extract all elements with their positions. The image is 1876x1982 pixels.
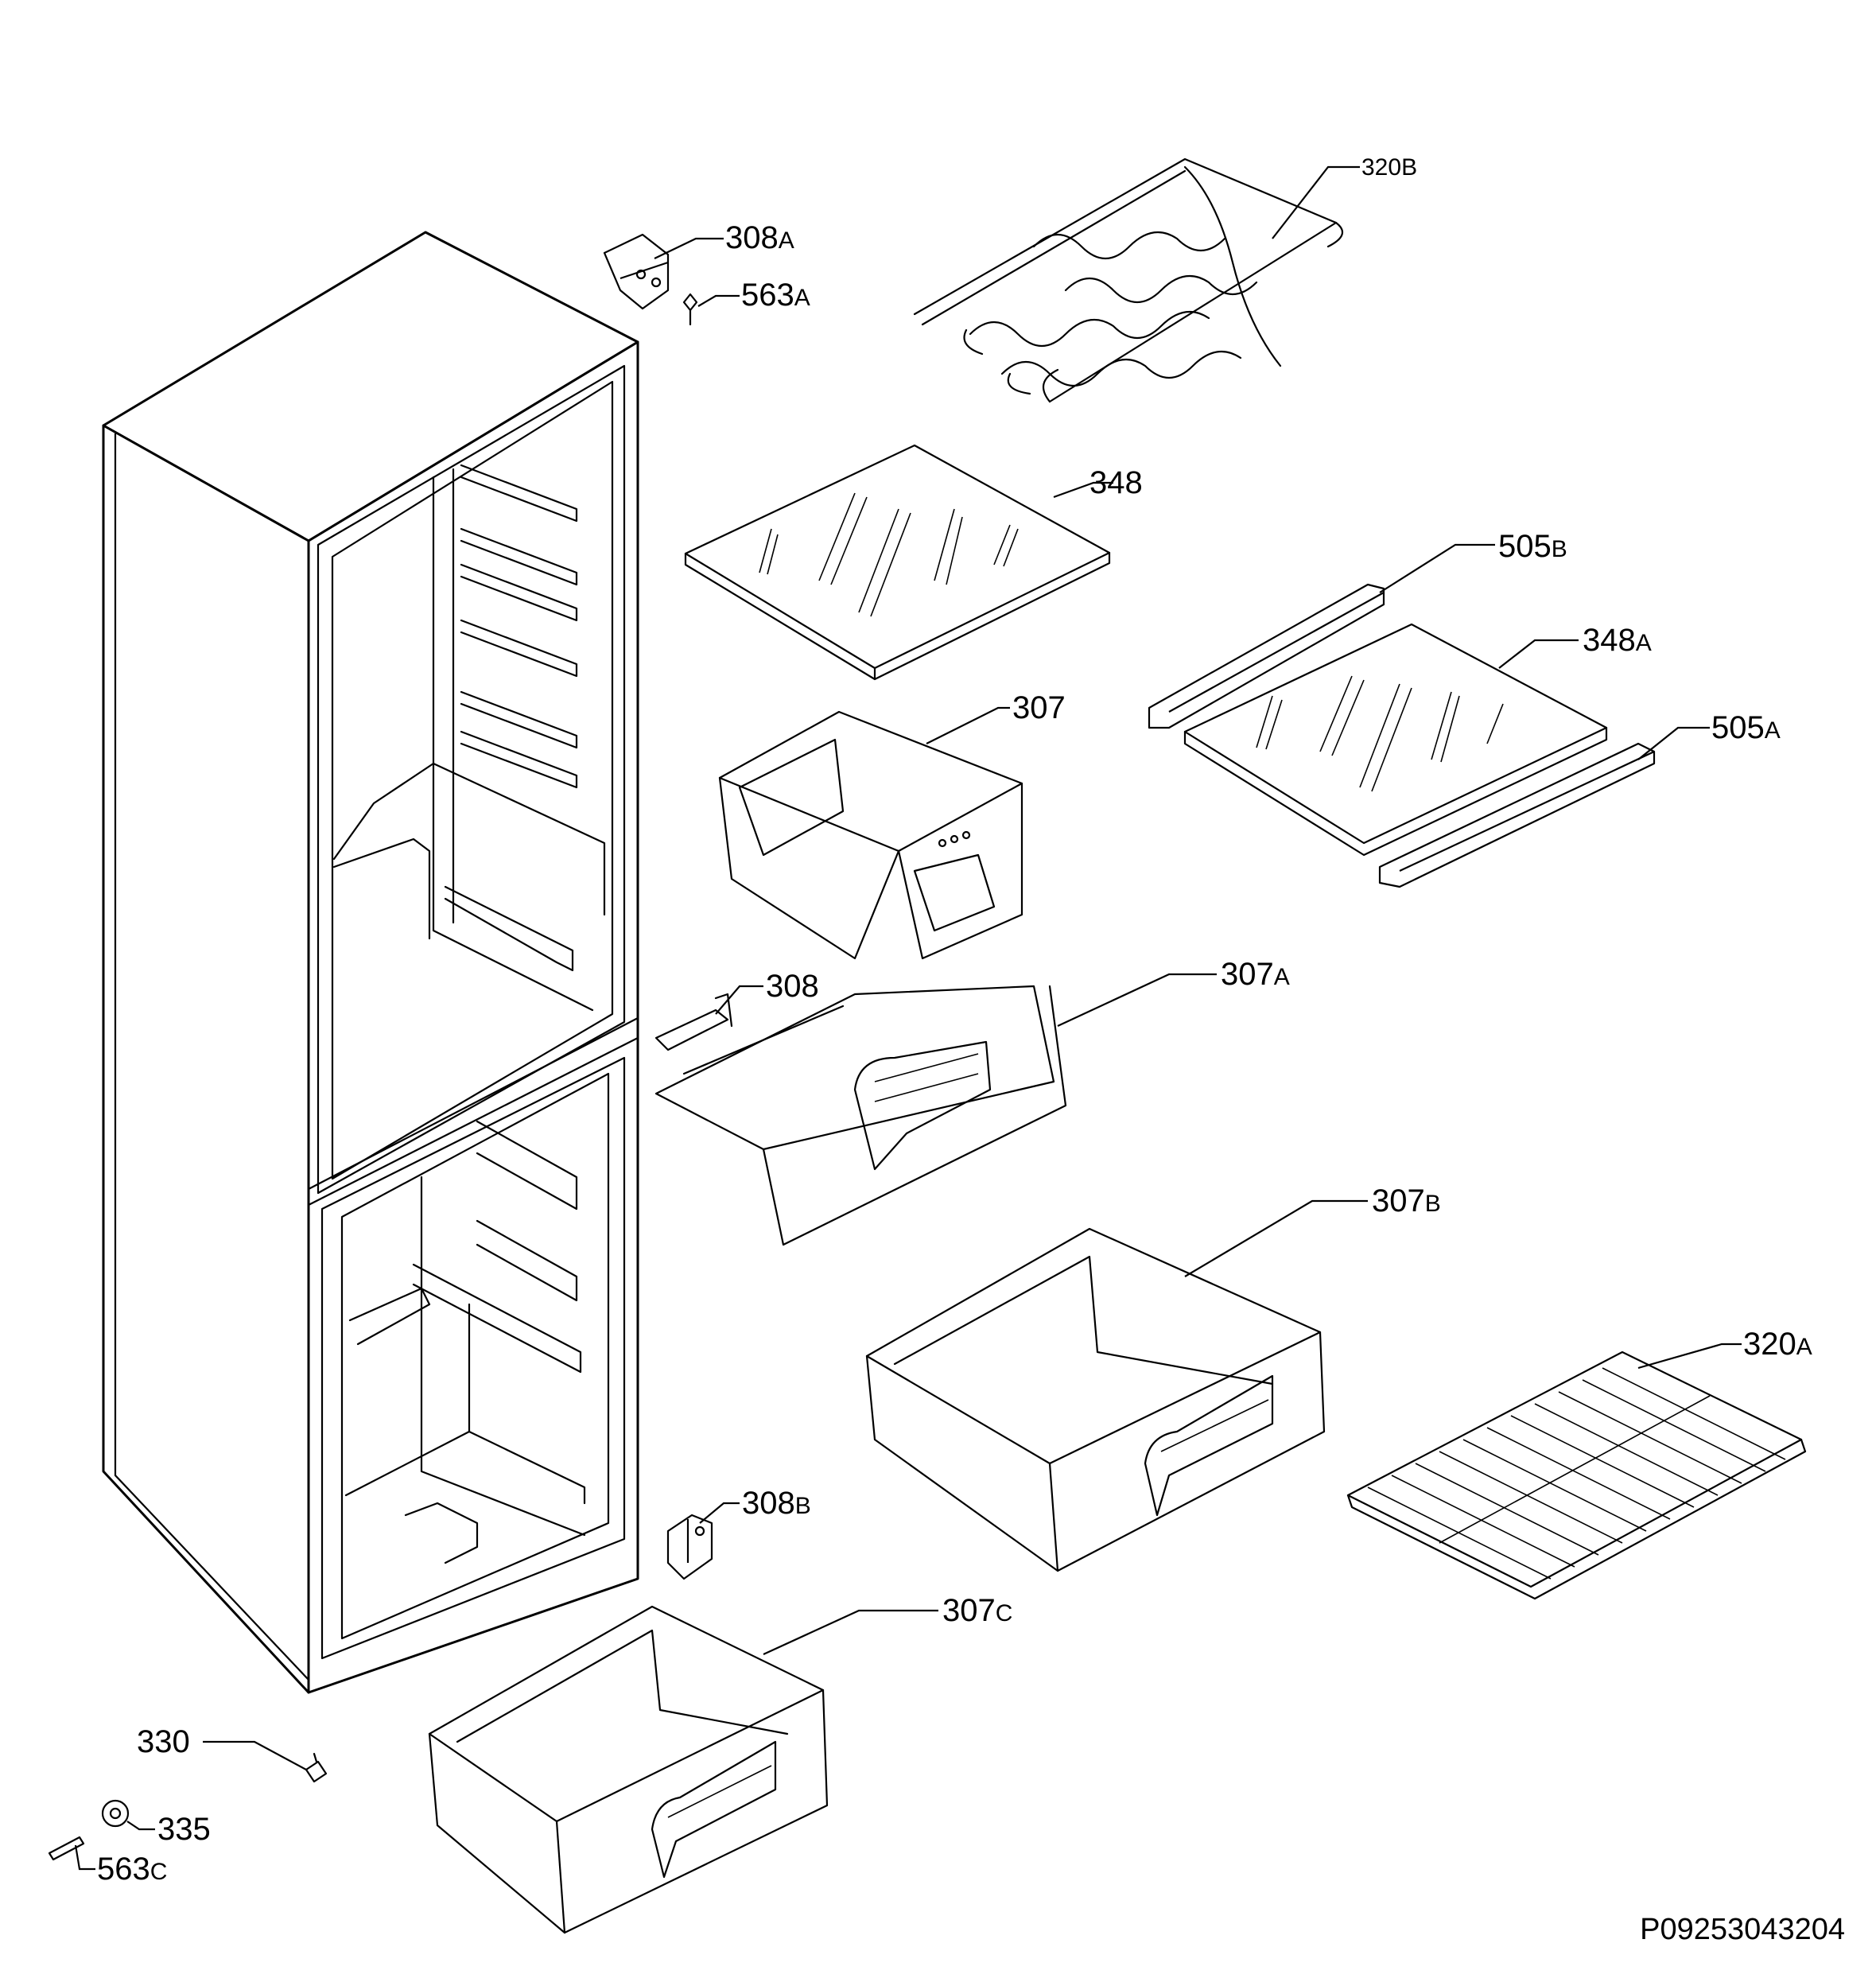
label-308: 308 — [766, 969, 819, 1004]
label-563c: 563C — [97, 1852, 167, 1887]
label-505a: 505A — [1711, 710, 1781, 745]
glass-shelf-348 — [684, 444, 1111, 681]
label-563a: 563A — [741, 278, 810, 313]
pin-563c — [48, 1836, 85, 1861]
label-307b: 307B — [1372, 1183, 1441, 1218]
drawer-307 — [718, 710, 1023, 960]
drawer-307c — [428, 1605, 829, 1934]
bracket-308 — [654, 993, 733, 1051]
label-320b: 320B — [1361, 154, 1417, 181]
shelf-trim-505b — [1148, 583, 1385, 729]
wine-rack-320b — [913, 157, 1344, 403]
drawer-307b — [865, 1227, 1326, 1572]
foot-330 — [305, 1752, 328, 1783]
label-335: 335 — [157, 1812, 211, 1847]
leader-lines — [74, 165, 1742, 1871]
part-labels: 320B 308A 563A 348 505B 348A 307 505A 30… — [97, 154, 1812, 1887]
hinge-308a — [603, 233, 670, 310]
screw-563a — [682, 293, 698, 326]
label-330: 330 — [137, 1724, 190, 1759]
glass-shelf-348a — [1183, 623, 1608, 857]
label-308a: 308A — [725, 220, 794, 255]
label-348a: 348A — [1583, 623, 1652, 658]
label-307c: 307C — [942, 1593, 1012, 1628]
label-307: 307 — [1012, 690, 1066, 725]
fridge-cabinet — [102, 231, 639, 1694]
hinge-308b — [666, 1514, 713, 1580]
roller-335 — [101, 1799, 130, 1828]
label-308b: 308B — [742, 1486, 811, 1521]
label-320a: 320A — [1743, 1327, 1812, 1362]
drawing-code: P09253043204 — [1640, 1913, 1845, 1946]
drawer-307a — [654, 985, 1067, 1246]
label-348: 348 — [1089, 465, 1143, 500]
label-505b: 505B — [1498, 529, 1567, 564]
label-307a: 307A — [1221, 957, 1290, 992]
wire-shelf-320a — [1346, 1350, 1807, 1600]
shelf-trim-505a — [1378, 742, 1656, 888]
